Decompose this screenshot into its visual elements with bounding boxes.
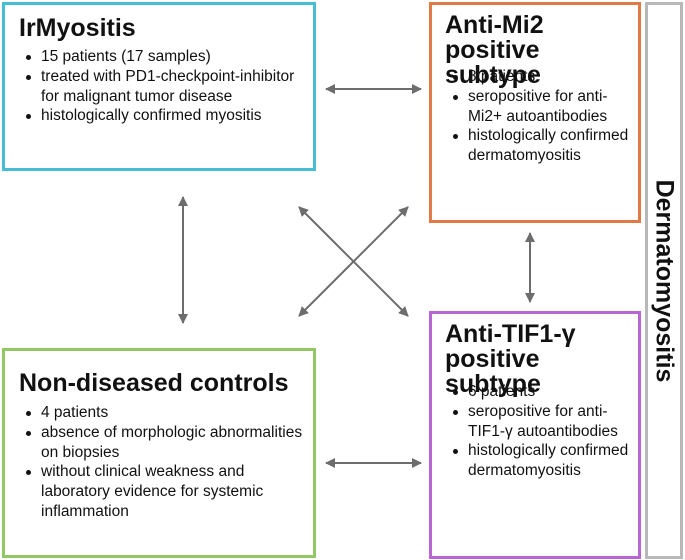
list-item: histologically confirmed dermatomyositis bbox=[450, 441, 636, 481]
list-item: treated with PD1-checkpoint-inhibitor fo… bbox=[23, 67, 303, 107]
anti-tif1-title: Anti-TIF1-γ positive subtype bbox=[445, 322, 638, 397]
list-item: 8 patients bbox=[450, 67, 636, 87]
irmyositis-list: 15 patients (17 samples) treated with PD… bbox=[23, 47, 303, 126]
list-item: 6 patients bbox=[450, 382, 636, 402]
list-item: histologically confirmed dermatomyositis bbox=[450, 126, 636, 166]
anti-tif1-list: 6 patients seropositive for anti-TIF1-γ … bbox=[450, 382, 636, 481]
anti-mi2-list: 8 patients seropositive for anti-Mi2+ au… bbox=[450, 67, 636, 166]
irmyositis-box: IrMyositis 15 patients (17 samples) trea… bbox=[2, 2, 316, 171]
anti-tif1-box: Anti-TIF1-γ positive subtype 6 patients … bbox=[429, 311, 641, 559]
controls-box: Non-diseased controls 4 patients absence… bbox=[2, 348, 316, 558]
anti-mi2-box: Anti-Mi2 positive subtype 8 patients ser… bbox=[429, 2, 641, 223]
list-item: histologically confirmed myositis bbox=[23, 106, 303, 126]
arrow-controls-anti-mi2 bbox=[298, 206, 409, 317]
controls-list: 4 patients absence of morphologic abnorm… bbox=[23, 403, 313, 522]
list-item: 4 patients bbox=[23, 403, 313, 423]
list-item: seropositive for anti-Mi2+ autoantibodie… bbox=[450, 87, 636, 127]
anti-mi2-title-line1: Anti-Mi2 bbox=[445, 11, 544, 39]
list-item: absence of morphologic abnormalities on … bbox=[23, 423, 313, 463]
anti-tif1-title-line2: positive subtype bbox=[445, 345, 541, 398]
controls-title: Non-diseased controls bbox=[19, 369, 289, 397]
dermatomyositis-panel: Dermatomyositis bbox=[645, 2, 683, 559]
anti-mi2-title-line2: positive subtype bbox=[445, 36, 541, 89]
irmyositis-title: IrMyositis bbox=[19, 14, 136, 42]
anti-tif1-title-line1: Anti-TIF1-γ bbox=[445, 320, 576, 348]
anti-mi2-title: Anti-Mi2 positive subtype bbox=[445, 13, 638, 88]
list-item: without clinical weakness and laboratory… bbox=[23, 462, 313, 521]
list-item: seropositive for anti-TIF1-γ autoantibod… bbox=[450, 402, 636, 442]
list-item: 15 patients (17 samples) bbox=[23, 47, 303, 67]
